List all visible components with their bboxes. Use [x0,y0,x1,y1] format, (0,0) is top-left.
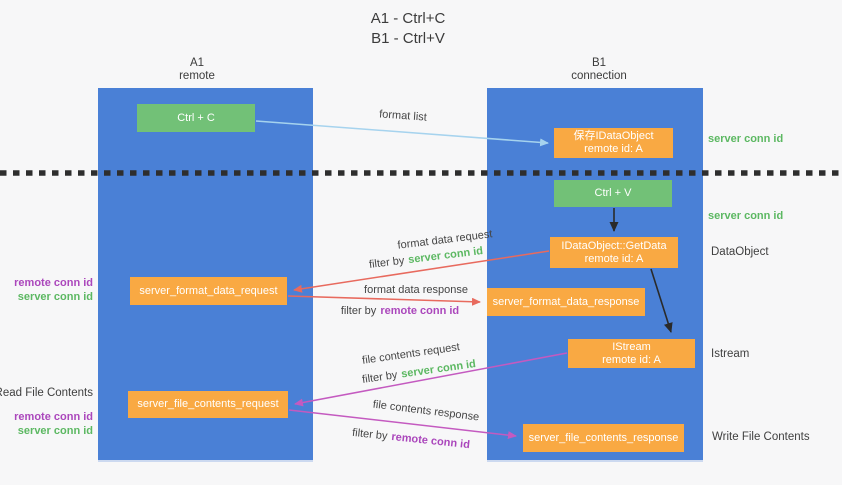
filter-by-text: filter by [351,426,389,443]
server-conn-id-annotation-left-bottom: server conn id [17,425,93,437]
filter-by-text: filter by [340,305,377,317]
server-conn-id-annotation-mid: server conn id [708,210,784,222]
left-column-header: A1 remote [97,57,297,83]
save-dataobject-node: 保存IDataObject remote id: A [554,128,673,158]
ctrl-v-node: Ctrl + V [554,180,672,207]
server-format-data-response-node: server_format_data_response [487,288,645,316]
server-file-contents-response-label: server_file_contents_response [528,431,679,444]
getdata-line2: remote id: A [584,252,644,265]
server-conn-id-annotation-left-top: server conn id [17,291,93,303]
save-dataobject-line1: 保存IDataObject [573,130,654,142]
write-file-contents-annotation: Write File Contents [712,431,810,443]
istream-line1: IStream [612,340,651,353]
filter-by-text: filter by [368,254,406,271]
save-dataobject-line2: remote id: A [584,143,643,155]
istream-line2: remote id: A [602,353,661,366]
remote-conn-id-annotation-left-top: remote conn id [14,277,93,289]
server-conn-id-annotation-top: server conn id [708,133,784,145]
istream-annotation: Istream [711,348,750,360]
ctrl-v-label: Ctrl + V [594,187,632,199]
title-line-2: B1 - Ctrl+V [371,30,445,47]
server-format-data-response-label: server_format_data_response [492,295,640,308]
format-data-response-arrow [287,295,481,306]
read-file-contents-annotation: Read File Contents [0,387,93,399]
left-column-subtitle: remote [179,70,215,82]
left-column-name: A1 [189,57,205,69]
right-column-header: B1 connection [499,57,699,83]
ctrl-c-label: Ctrl + C [177,111,215,124]
server-conn-id-text: server conn id [400,358,477,381]
remote-conn-id-annotation-left-bottom: remote conn id [14,411,93,423]
diagram-title: A1 - Ctrl+C B1 - Ctrl+V [0,9,816,49]
format-list-label: format list [378,108,428,124]
server-format-data-request-node: server_format_data_request [130,277,287,305]
title-line-1: A1 - Ctrl+C [370,10,446,27]
remote-conn-id-text: remote conn id [380,305,460,317]
dataobject-annotation: DataObject [711,246,769,258]
filter-by-text: filter by [361,369,399,386]
getdata-node: IDataObject::GetData remote id: A [550,237,678,268]
remote-conn-id-text: remote conn id [390,430,471,452]
server-file-contents-response-node: server_file_contents_response [523,424,684,452]
istream-node: IStream remote id: A [568,339,695,368]
format-data-response-label: format data response [364,284,468,296]
right-column-subtitle: connection [571,70,627,82]
right-column-name: B1 [591,57,607,69]
server-format-data-request-label: server_format_data_request [139,284,278,297]
ctrl-c-node: Ctrl + C [137,104,255,132]
getdata-line1: IDataObject::GetData [561,239,667,252]
server-file-contents-request-label: server_file_contents_request [137,398,279,410]
server-file-contents-request-node: server_file_contents_request [128,391,288,418]
file-contents-response-label: file contents response [372,398,480,424]
